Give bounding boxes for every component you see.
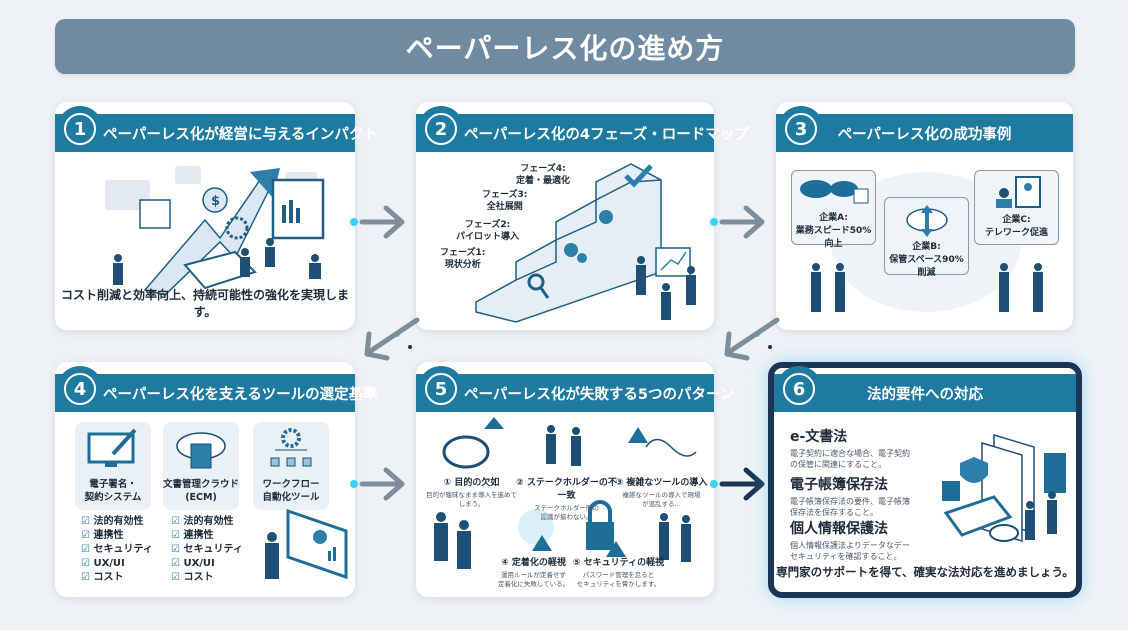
case-bubble-b: 企業B:保管スペース90%削減 [884, 197, 969, 278]
person-at-monitor-illustration [265, 508, 348, 580]
card-title: ペーパーレス化の成功事例 [837, 126, 1012, 143]
card-success-cases: 3 ペーパーレス化の成功事例 企業A:業務スピード50%向上 企業B:保管スペー… [776, 102, 1073, 330]
step-number-badge: 3 [778, 106, 824, 152]
flow-arrow-down-left [364, 317, 420, 361]
flow-arrow-right [710, 205, 765, 239]
failure-pattern-5: ⑤ セキュリティの軽視パスワード管理を怠るとセキュリティを脅かします。 [572, 558, 665, 588]
failure-pattern-3: ③ 複雑なツールの導入複雑なツールの導入で現場が混乱する… [615, 478, 708, 508]
phase-4-label: フェーズ4:定着・最適化 [516, 164, 571, 186]
phase-2-label: フェーズ2:パイロット導入 [456, 220, 520, 242]
e-signature-monitor-icon [87, 428, 137, 467]
case-bubble-a: 企業A:業務スピード50%向上 [791, 170, 876, 249]
step-number-badge: 5 [418, 366, 464, 412]
law-electronic-books: 電子帳簿保存法 電子帳簿保存法の要件、電子帳簿保存法を保存すること。 [790, 477, 910, 517]
telework-tablet-icon [995, 176, 1041, 208]
failure-pattern-2: ② ステークホルダーの不一致ステークホルダー間の認識が揃わない。 [516, 478, 617, 521]
tool-workflow: ワークフロー自動化ツール [253, 422, 329, 510]
failure-patterns-illustration [434, 417, 697, 569]
criteria-list-ecm: 法的有効性連携性セキュリティUX/UIコスト [171, 515, 242, 585]
card-header: ペーパーレス化が失敗する5つのパターン [416, 374, 734, 412]
law-e-document: e-文書法 電子契約に適合な場合、電子契約の保管に関連にすること。 [790, 429, 910, 469]
staircase-illustration [475, 163, 696, 323]
card-title: ペーパーレス化を支えるツールの選定基準 [103, 386, 378, 403]
page-title: ペーパーレス化の進め方 [55, 19, 1075, 74]
card-business-impact: 1 ペーパーレス化が経営に与えるインパクト $ コスト削減と効率向上、持続可能性… [55, 102, 378, 330]
card-header: ペーパーレス化を支えるツールの選定基準 [55, 374, 378, 412]
failure-pattern-4: ④ 定着化の軽視運用ルールが定着せず定着化に失敗している。 [497, 558, 570, 588]
svg-text:$: $ [211, 194, 220, 209]
cloud-document-icon [176, 432, 226, 469]
flow-arrow-right-highlight [710, 467, 765, 501]
phase-1-label: フェーズ1:現状分析 [440, 248, 486, 270]
card-legal-requirements: 6 法的要件への対応 e-文書法 電子契約に適合な場合、電子契約の保管に関連にす… [768, 362, 1082, 598]
card-failure-patterns: 5 ペーパーレス化が失敗する5つのパターン ① 目的の欠如目的が曖昧なまま導入を… [416, 362, 734, 597]
card-header: ペーパーレス化が経営に与えるインパクト [55, 114, 378, 152]
card-header: 法的要件への対応 [774, 374, 1076, 412]
legal-documents-illustration [942, 433, 1066, 543]
card-header: ペーパーレス化の成功事例 [776, 114, 1073, 152]
tool-ecm: 文書管理クラウド(ECM) [163, 422, 239, 510]
step-number-badge: 4 [57, 366, 103, 412]
legal-footer-message: 専門家のサポートを得て、確実な法対応を進めましょう。 [776, 565, 1074, 579]
flow-arrow-right [350, 205, 405, 239]
card-title: ペーパーレス化が失敗する5つのパターン [464, 386, 735, 403]
tool-e-signature: 電子署名・契約システム [75, 422, 151, 510]
case-bubble-c: 企業C:テレワーク促進 [974, 170, 1059, 245]
phase-3-label: フェーズ3:全社展開 [482, 190, 528, 212]
step-number-badge: 2 [418, 106, 464, 152]
step-number-badge: 1 [57, 106, 103, 152]
criteria-list-esign: 法的有効性連携性セキュリティUX/UIコスト [81, 515, 152, 585]
step-number-badge: 6 [776, 366, 822, 412]
card-caption: コスト削減と効率向上、持続可能性の強化を実現します。 [60, 288, 349, 319]
card-header: ペーパーレス化の4フェーズ・ロードマップ [416, 114, 749, 152]
card-title: 法的要件への対応 [867, 386, 983, 403]
card-title: ペーパーレス化の4フェーズ・ロードマップ [464, 126, 749, 143]
flow-arrow-down-left [724, 317, 780, 361]
law-personal-info: 個人情報保護法 個人情報保護法よりデータなデーセキュリティを確認すること。 [790, 521, 910, 561]
failure-pattern-1: ① 目的の欠如目的が曖昧なまま導入を進めてしまう。 [426, 478, 517, 508]
flow-arrow-right [350, 467, 405, 501]
card-roadmap: 2 ペーパーレス化の4フェーズ・ロードマップ フェーズ1:現状分析 フェーズ2:… [416, 102, 749, 330]
workflow-gear-icon [270, 428, 312, 467]
card-tool-criteria: 4 ペーパーレス化を支えるツールの選定基準 電子署名・契約システム 文書管理クラ… [55, 362, 378, 597]
cloud-sync-icon [905, 205, 948, 237]
growth-chart-illustration: $ [105, 166, 325, 296]
world-map-icon [799, 180, 868, 204]
card-title: ペーパーレス化が経営に与えるインパクト [103, 126, 378, 143]
